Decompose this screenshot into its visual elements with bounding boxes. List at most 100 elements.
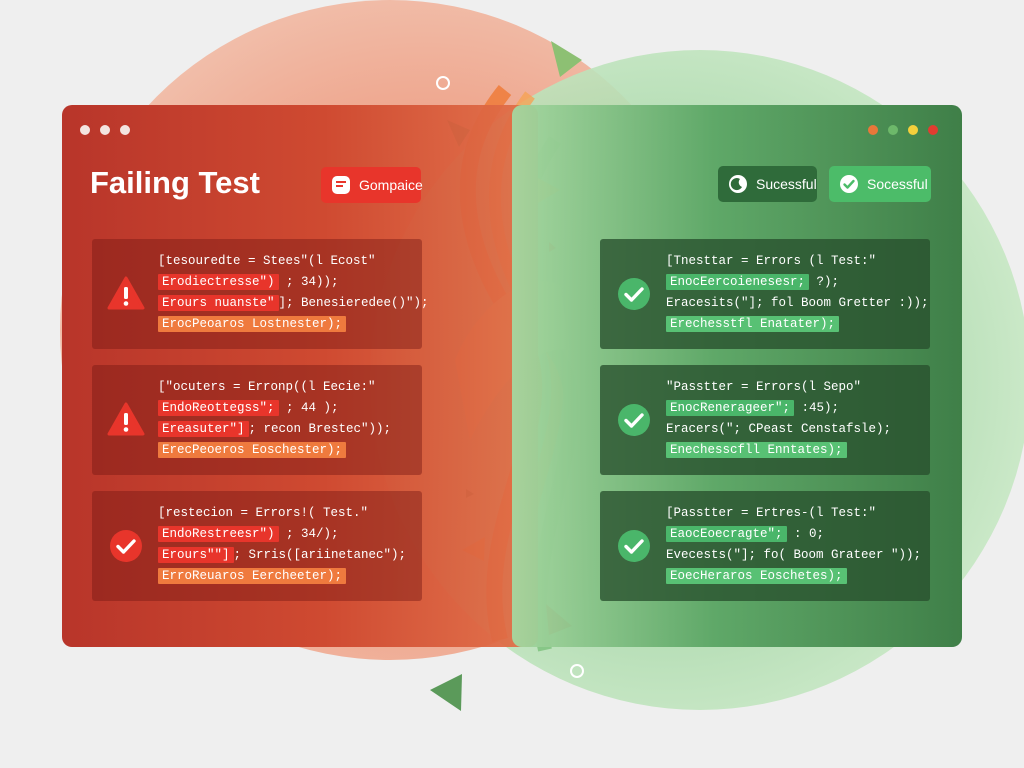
code-line: ErocPeoaros Lostnester); [158, 314, 414, 335]
highlighted-code: EoecHeraros Eoschetes); [666, 568, 847, 584]
test-result-card: [Passtter = Ertres-(l Test:" EaocEoecragt… [600, 491, 930, 601]
code-line: Eracesits("]; fol Boom Gretter :)); [666, 293, 929, 314]
code-line: Eracers("; CPeast Censtafsle); [666, 419, 922, 440]
code-line: [Tnesttar = Errors (l Test:" [666, 251, 922, 272]
gompaice-button[interactable]: Gompaice [321, 167, 423, 203]
gompaice-button-label: Gompaice [359, 177, 423, 193]
test-result-card: [tesouredte = Stees"(l Ecost" Erodiectres… [92, 239, 429, 349]
window-dot-orange[interactable] [868, 125, 878, 135]
code-text: [Tnesttar = Errors (l Test:" [666, 254, 877, 268]
socessful-green-button[interactable]: Socessful [829, 166, 931, 202]
code-block: [Passtter = Ertres-(l Test:" EaocEoecragt… [666, 503, 922, 587]
code-text: ; 34/); [278, 527, 339, 541]
code-block: ["ocuters = Erronp((l Eecie:" EndoReotteg… [158, 377, 414, 461]
check-circle-icon [618, 278, 650, 310]
code-line: ErroReuaros Eercheeter); [158, 566, 414, 587]
window-dot[interactable] [100, 125, 110, 135]
code-text: ?); [809, 275, 840, 289]
code-line: EoecHeraros Eoschetes); [666, 566, 922, 587]
ring-decoration [436, 76, 450, 90]
highlighted-code: Erodiectresse") [158, 274, 279, 290]
code-line: ["ocuters = Erronp((l Eecie:" [158, 377, 414, 398]
socessful-button-label: Socessful [867, 176, 928, 192]
ring-decoration [570, 664, 584, 678]
code-line: ErecPeoeros Eoschester); [158, 440, 414, 461]
check-circle-icon [110, 530, 142, 562]
highlighted-code: Enechesscfll Enntates); [666, 442, 847, 458]
check-circle-icon [840, 175, 858, 193]
highlighted-code: EnocRenerageer"; [666, 400, 795, 416]
failing-test-panel: Failing Test Gompaice [tesouredte = Stee… [62, 105, 538, 647]
code-text: [tesouredte = Stees"(l Ecost" [158, 254, 376, 268]
test-result-card: [Tnesttar = Errors (l Test:" EnocEercoien… [600, 239, 930, 349]
check-circle-icon [618, 404, 650, 436]
code-line: EndoRestreesr") ; 34/); [158, 524, 414, 545]
highlighted-code: EnocEercoienesesr; [666, 274, 810, 290]
code-line: Erours""]; Srris([ariinetanec"); [158, 545, 414, 566]
code-text: "Passtter = Errors(l Sepo" [666, 380, 862, 394]
check-circle-icon [618, 530, 650, 562]
highlighted-code: EndoRestreesr") [158, 526, 279, 542]
code-text: [Passtter = Ertres-(l Test:" [666, 506, 877, 520]
code-text: ["ocuters = Erronp((l Eecie:" [158, 380, 376, 394]
warning-triangle-icon [107, 276, 145, 310]
window-dot[interactable] [80, 125, 90, 135]
highlighted-code: EaocEoecragte"; [666, 526, 787, 542]
panel-title: Failing Test [90, 165, 260, 200]
highlighted-code: ErroReuaros Eercheeter); [158, 568, 347, 584]
code-text: ; recon Brestec")); [248, 422, 392, 436]
highlighted-code: ErecPeoeros Eoschester); [158, 442, 347, 458]
warning-triangle-icon [107, 402, 145, 436]
window-dot-yellow[interactable] [908, 125, 918, 135]
code-text: : 0; [786, 527, 825, 541]
window-dot-red[interactable] [928, 125, 938, 135]
code-line: Ereasuter"]; recon Brestec")); [158, 419, 414, 440]
code-line: Erours nuanste"]; Benesieredee()"); [158, 293, 429, 314]
code-block: [restecion = Errors!( Test." EndoRestrees… [158, 503, 414, 587]
code-line: [restecion = Errors!( Test." [158, 503, 414, 524]
test-result-card: ["ocuters = Erronp((l Eecie:" EndoReotteg… [92, 365, 422, 475]
passing-test-panel: Sucessful Socessful [Tnesttar = Errors (… [512, 105, 962, 647]
code-block: [Tnesttar = Errors (l Test:" EnocEercoien… [666, 251, 929, 335]
code-line: Erechesstfl Enatater); [666, 314, 922, 335]
highlighted-code: Ereasuter"] [158, 421, 249, 437]
highlighted-code: Erours""] [158, 547, 234, 563]
highlighted-code: EndoReottegss"; [158, 400, 279, 416]
highlighted-code: ErocPeoaros Lostnester); [158, 316, 347, 332]
code-line: EnocRenerageer"; :45); [666, 398, 922, 419]
code-line: "Passtter = Errors(l Sepo" [666, 377, 922, 398]
code-block: "Passtter = Errors(l Sepo" EnocRenerageer… [666, 377, 922, 461]
message-icon [332, 176, 350, 194]
code-text: :45); [794, 401, 840, 415]
code-line: EaocEoecragte"; : 0; [666, 524, 922, 545]
code-block: [tesouredte = Stees"(l Ecost" Erodiectres… [158, 251, 429, 335]
triangle-decoration [551, 41, 582, 77]
window-dot[interactable] [120, 125, 130, 135]
test-result-card: "Passtter = Errors(l Sepo" EnocRenerageer… [600, 365, 930, 475]
code-text: ; 34)); [278, 275, 339, 289]
code-text: ; 44 ); [278, 401, 339, 415]
test-result-card: [restecion = Errors!( Test." EndoRestrees… [92, 491, 422, 601]
triangle-decoration [430, 674, 462, 711]
highlighted-code: Erours nuanste" [158, 295, 279, 311]
code-line: Erodiectresse") ; 34)); [158, 272, 414, 293]
code-text: Eracesits("]; fol Boom Gretter :)); [666, 296, 929, 310]
code-text: [restecion = Errors!( Test." [158, 506, 369, 520]
code-line: Enechesscfll Enntates); [666, 440, 922, 461]
code-text: ]; Benesieredee()"); [278, 296, 429, 310]
code-line: [tesouredte = Stees"(l Ecost" [158, 251, 414, 272]
code-line: EnocEercoienesesr; ?); [666, 272, 922, 293]
code-line: EndoReottegss"; ; 44 ); [158, 398, 414, 419]
window-dots [868, 125, 938, 135]
highlighted-code: Erechesstfl Enatater); [666, 316, 840, 332]
window-dot-green[interactable] [888, 125, 898, 135]
code-line: [Passtter = Ertres-(l Test:" [666, 503, 922, 524]
moon-icon [729, 175, 747, 193]
code-text: Eracers("; CPeast Censtafsle); [666, 422, 892, 436]
sucessful-dark-button[interactable]: Sucessful [718, 166, 817, 202]
sucessful-button-label: Sucessful [756, 176, 817, 192]
code-text: Evecests("]; fo( Boom Grateer ")); [666, 548, 922, 562]
code-text: ; Srris([ariinetanec"); [233, 548, 407, 562]
code-line: Evecests("]; fo( Boom Grateer ")); [666, 545, 922, 566]
window-dots [80, 125, 130, 135]
